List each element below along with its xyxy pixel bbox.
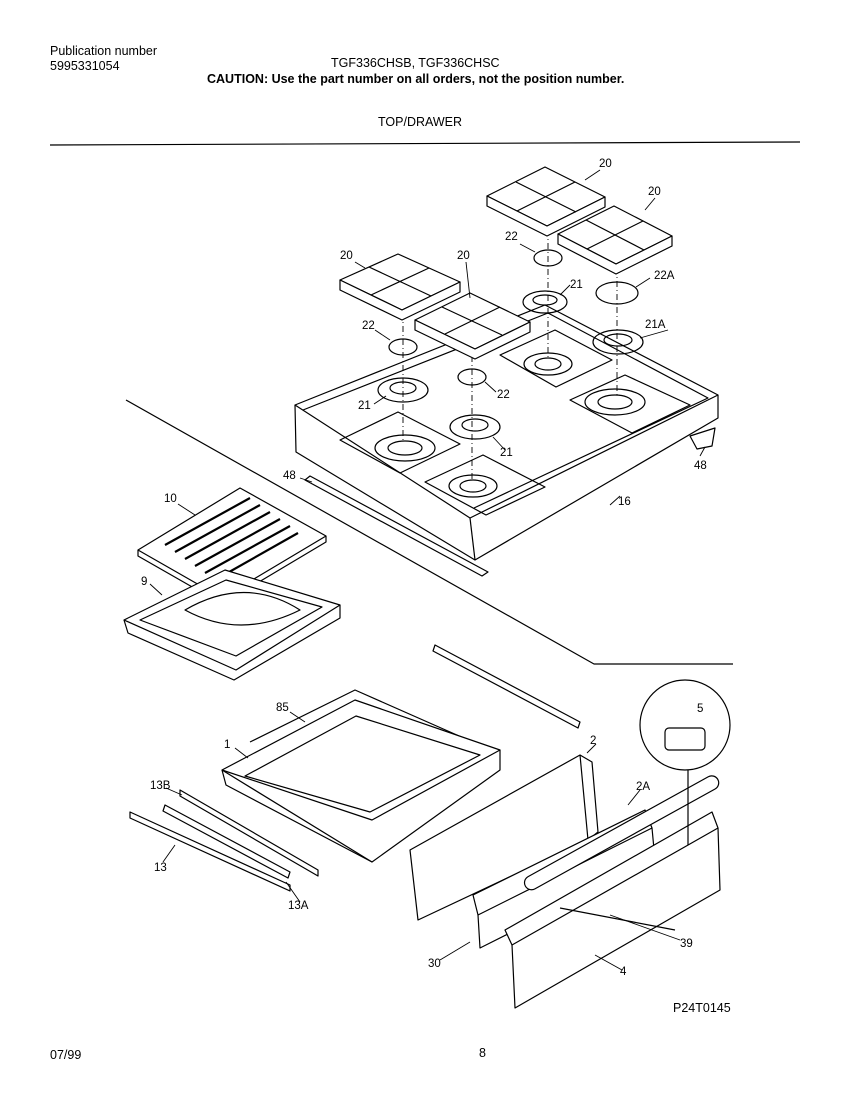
diagram-id: P24T0145 (673, 1001, 731, 1015)
leader-lines (149, 169, 706, 971)
callout-trim-left: 48 (283, 470, 296, 482)
page-number: 8 (479, 1046, 486, 1060)
callout-front-panel: 2A (636, 781, 651, 793)
drawer-body (221, 689, 501, 863)
broiler-pan (123, 569, 341, 681)
separator-line (125, 399, 733, 665)
callout-screw: 30 (428, 958, 441, 970)
callout-head-back-left: 21 (570, 279, 583, 291)
callout-grate-back-right: 20 (648, 186, 661, 198)
callout-head-front-left: 21 (358, 400, 371, 412)
callout-cap-front-center: 22 (497, 389, 510, 401)
knob-detail (639, 679, 731, 845)
callout-cooktop: 16 (618, 496, 631, 508)
callout-handle: 39 (680, 938, 693, 950)
publication-number: 5995331054 (50, 59, 120, 73)
footer-date: 07/99 (50, 1048, 82, 1062)
callout-rail-13b: 13B (150, 780, 171, 792)
callout-knob: 5 (697, 703, 704, 715)
callout-cap-front-left: 22 (362, 320, 375, 332)
model-numbers: TGF336CHSB, TGF336CHSC (331, 56, 500, 70)
header-rule (49, 141, 801, 146)
callout-rail-13: 13 (154, 862, 167, 874)
callout-cap-back-right: 22A (654, 270, 675, 282)
callout-cap-back-left: 22 (505, 231, 518, 243)
caution-note: CAUTION: Use the part number on all orde… (207, 72, 625, 86)
publication-label: Publication number (50, 44, 158, 58)
callout-head-back-right: 21A (645, 319, 666, 331)
callout-grate-front-left: 20 (340, 250, 353, 262)
callout-drawer-front: 2 (590, 735, 597, 747)
callout-trim-right: 48 (694, 460, 707, 472)
cooktop-assembly (294, 304, 719, 577)
callout-insulation: 85 (276, 702, 289, 714)
grates (339, 166, 673, 360)
callout-grate-front-center: 20 (457, 250, 470, 262)
centerlines (402, 230, 618, 480)
callout-rail-13a: 13A (288, 900, 309, 912)
callout-broiler-pan: 9 (141, 576, 148, 588)
section-title: TOP/DRAWER (378, 115, 463, 129)
callout-drawer-body: 1 (224, 739, 231, 751)
callout-head-front-center: 21 (500, 447, 513, 459)
callout-broiler-grid: 10 (164, 493, 177, 505)
callout-grate-back-left: 20 (599, 158, 612, 170)
callout-panel: 4 (620, 966, 627, 978)
outer-panel (504, 775, 721, 1009)
